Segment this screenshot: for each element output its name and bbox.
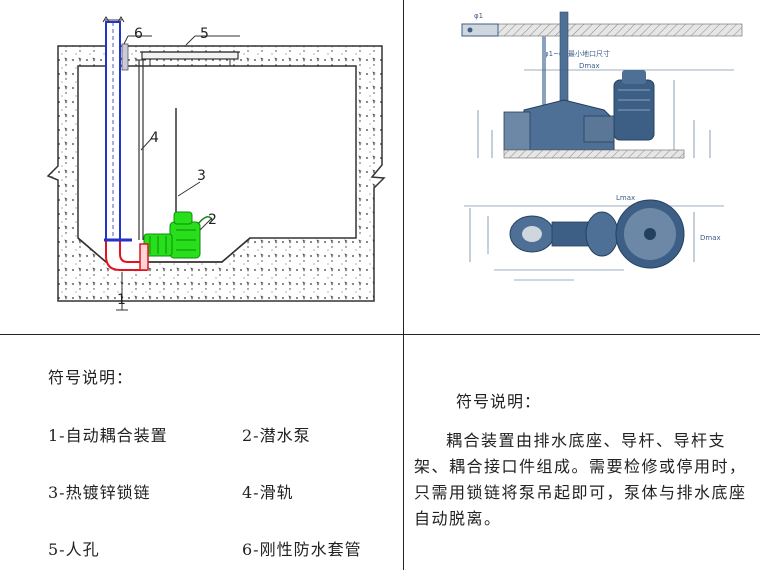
vertical-divider xyxy=(403,0,404,570)
legend-title-left: 符号说明： xyxy=(48,368,134,387)
legend-item-1: 1-自动耦合装置 xyxy=(48,426,168,445)
auto-coupling-device xyxy=(104,238,149,271)
callout-4: 4 xyxy=(150,130,159,146)
dim-label-min-opening: φ1~φ2最小地口尺寸 xyxy=(544,49,610,58)
callout-5: 5 xyxy=(200,26,209,42)
coupling-installation-drawing: φ1 φ1~φ2最小地口尺寸 Dmax Lmax Dmax xyxy=(461,11,743,281)
svg-text:φ1: φ1 xyxy=(474,12,483,20)
legend-item-5: 5-人孔 xyxy=(48,540,100,559)
legend-title-right: 符号说明： xyxy=(456,392,542,411)
callout-3: 3 xyxy=(197,168,206,184)
waterproof-sleeve xyxy=(121,43,129,71)
callout-1: 1 xyxy=(117,292,126,308)
submersible-pump xyxy=(143,211,213,259)
legend-item-3: 3-热镀锌锁链 xyxy=(48,483,151,502)
pump-plan-view: Lmax Dmax xyxy=(464,194,724,281)
coupling-description: 耦合装置由排水底座、导杆、导杆支架、耦合接口件组成。需要检修或停用时，只需用锁链… xyxy=(414,431,747,528)
horizontal-divider xyxy=(0,334,760,335)
pump-pit-diagram: 1 2 3 4 5 6 xyxy=(46,16,386,311)
callout-6: 6 xyxy=(134,26,143,42)
dim-label-dmax-plan: Dmax xyxy=(700,234,721,242)
dim-label-dmax: Dmax xyxy=(579,62,600,70)
legend-item-6: 6-刚性防水套管 xyxy=(242,540,362,559)
dim-label-lmax: Lmax xyxy=(616,194,635,202)
manhole-cover xyxy=(141,51,239,60)
legend-item-2: 2-潜水泵 xyxy=(242,426,311,445)
legend-item-4: 4-滑轨 xyxy=(242,483,294,502)
callout-2: 2 xyxy=(208,212,217,228)
pump-side-view xyxy=(503,70,655,151)
